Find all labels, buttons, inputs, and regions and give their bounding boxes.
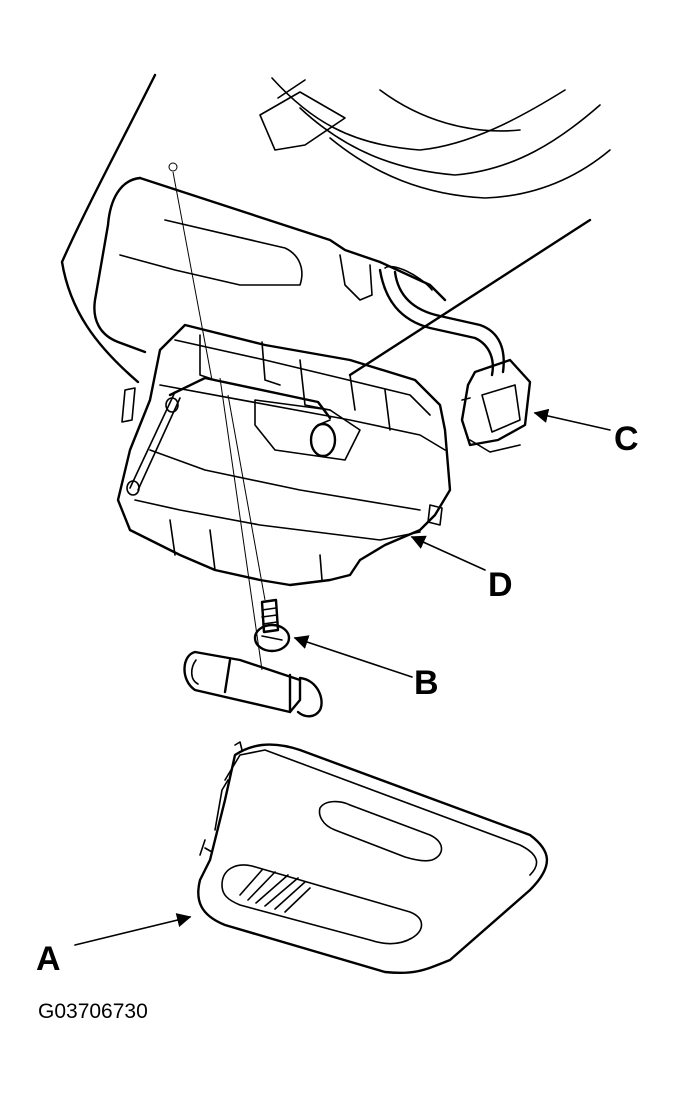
callout-label-a: A xyxy=(36,940,61,978)
callout-label-d: D xyxy=(488,566,513,604)
wire-clip xyxy=(129,376,332,491)
leader-arrow-c xyxy=(533,408,611,431)
connector-c xyxy=(460,358,532,453)
roof-headliner xyxy=(60,73,611,384)
lens-a xyxy=(197,741,549,975)
leader-arrow-d xyxy=(410,535,486,571)
callout-label-b: B xyxy=(414,664,439,702)
leader-arrows xyxy=(74,408,611,946)
figure-id: G03706730 xyxy=(38,1000,148,1023)
mounting-bracket xyxy=(93,176,447,354)
leader-arrow-b xyxy=(293,635,413,678)
leader-arrow-a xyxy=(74,913,192,946)
light-housing-d xyxy=(116,323,452,587)
bulb xyxy=(183,650,323,718)
callout-label-c: C xyxy=(614,420,639,458)
screw-b xyxy=(253,598,291,653)
wire-harness xyxy=(378,265,505,377)
assembly-guide-lines xyxy=(168,162,266,671)
